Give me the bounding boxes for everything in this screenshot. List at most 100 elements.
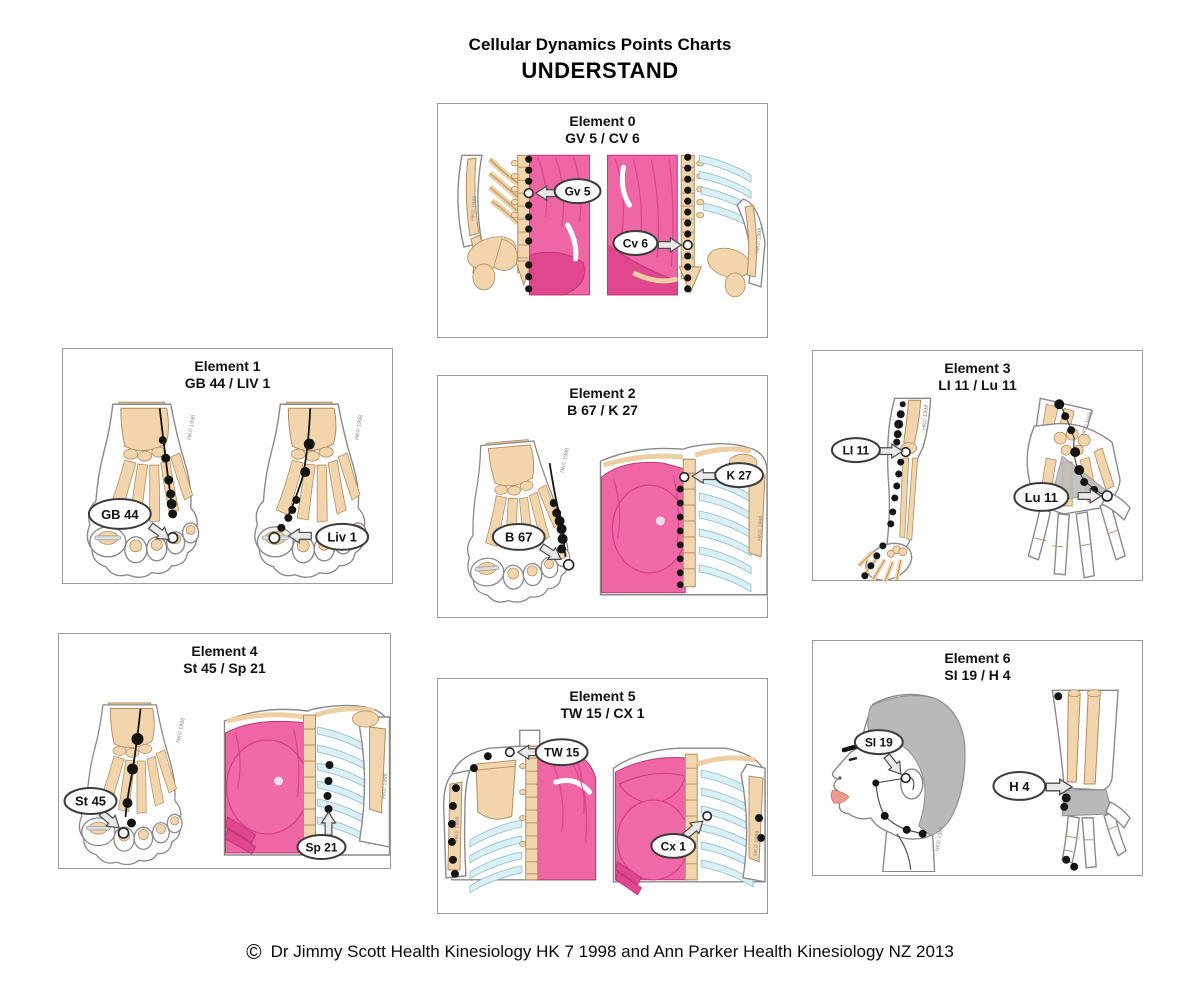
svg-text:Cx 1: Cx 1 — [661, 839, 687, 853]
chest-illustration: Cx 1 HK© 1998 — [612, 747, 766, 896]
svg-text:SI 19: SI 19 — [865, 736, 893, 750]
panel-title: Element 3 — [944, 360, 1011, 376]
point-label-lu11: Lu 11 — [1013, 482, 1070, 512]
point-label-liv1: Liv 1 — [315, 522, 370, 551]
forearm-illustration: H 4 — [992, 689, 1131, 871]
panel-title: Element 1 — [194, 358, 261, 374]
svg-text:Cv 6: Cv 6 — [623, 236, 649, 250]
svg-text:H 4: H 4 — [1009, 779, 1030, 794]
point-label-gv5: Gv 5 — [553, 178, 602, 205]
svg-text:St 45: St 45 — [75, 794, 106, 809]
page-subtitle: UNDERSTAND — [521, 58, 679, 83]
element-4-panel: Element 4 St 45 / Sp 21 St 45 HK© 1998 — [58, 633, 391, 869]
point-marker-k27 — [679, 471, 690, 483]
point-marker-cv6 — [682, 239, 693, 251]
copyright-icon: © — [246, 941, 262, 964]
chest-illustration: K 27 HK© 1998 — [599, 442, 767, 596]
element-1-illustration: GB 44 HK© 1998 Liv 1 HK© 1998 — [86, 401, 370, 578]
element-6-illustration: SI 19 HK© 1998 H 4 — [830, 689, 1131, 872]
point-label-sp21: Sp 21 — [296, 834, 347, 860]
point-marker-li11 — [900, 446, 911, 458]
svg-text:Lu 11: Lu 11 — [1025, 490, 1058, 505]
point-label-si19: SI 19 — [853, 729, 904, 756]
panel-subtitle: GV 5 / CV 6 — [565, 130, 640, 146]
element-0-illustration: Gv 5 HK© 1998 — [457, 153, 766, 298]
svg-text:B 67: B 67 — [505, 529, 532, 544]
meridian-dots — [684, 153, 692, 293]
point-marker-lu11 — [1101, 490, 1113, 502]
element-6-panel: Element 6 SI 19 / H 4 SI 19 — [812, 640, 1143, 876]
b67-overlay: B 67 HK© 1998 — [491, 447, 575, 571]
meridian-dots — [447, 752, 492, 878]
element-5-panel: Element 5 TW 15 / CX 1 — [437, 678, 768, 914]
panel-title: Element 2 — [569, 385, 636, 401]
liv1-overlay: Liv 1 HK© 1998 — [268, 408, 370, 551]
watermark-text: HK© 1998 — [186, 414, 197, 440]
arm-illustration: LI 11 HK© 1998 — [830, 397, 932, 582]
element-3-illustration: LI 11 HK© 1998 — [830, 397, 1131, 582]
watermark-text: HK© 1998 — [921, 405, 930, 431]
element-0-panel: Element 0 GV 5 / CV 6 — [437, 103, 768, 338]
point-label-b67: B 67 — [491, 522, 546, 551]
panel-title: Element 0 — [569, 113, 636, 129]
hand-illustration: Lu 11 HK© 1998 — [1013, 397, 1131, 579]
panel-subtitle: B 67 / K 27 — [567, 402, 638, 418]
svg-text:Gv 5: Gv 5 — [565, 185, 591, 199]
point-marker-liv1 — [268, 531, 281, 544]
svg-text:GB 44: GB 44 — [101, 507, 139, 522]
point-marker-gv5 — [523, 187, 534, 199]
panel-title: Element 4 — [191, 643, 258, 659]
watermark-text: HK© 1998 — [559, 447, 571, 473]
point-label-h4: H 4 — [992, 771, 1047, 801]
element-5-illustration: TW 15 HK© 1998 Cx 1 — [442, 729, 766, 896]
panel-subtitle: LI 11 / Lu 11 — [938, 377, 1017, 393]
panel-subtitle: TW 15 / CX 1 — [560, 705, 645, 721]
watermark-text: HK© 1998 — [756, 515, 765, 541]
torso-back-illustration: Gv 5 HK© 1998 — [457, 154, 602, 296]
gb44-overlay: GB 44 HK© 1998 — [87, 408, 197, 546]
foot-illustration — [86, 401, 200, 578]
meridian-dots — [676, 485, 684, 589]
head-profile-illustration: SI 19 HK© 1998 — [830, 693, 966, 872]
element-2-illustration: B 67 HK© 1998 — [456, 436, 767, 607]
point-label-st45: St 45 — [63, 787, 118, 815]
point-marker-si19 — [900, 772, 911, 784]
page-title: Cellular Dynamics Points Charts — [468, 35, 732, 54]
svg-text:LI 11: LI 11 — [843, 444, 870, 458]
element-2-panel: Element 2 B 67 / K 27 B 67 HK© 1998 — [437, 375, 768, 618]
watermark-text: HK© 1998 — [175, 717, 187, 743]
panel-title: Element 5 — [569, 688, 636, 704]
watermark-text: HK© 1998 — [453, 816, 461, 842]
point-marker-tw15 — [504, 747, 515, 758]
foot-illustration — [254, 401, 367, 578]
upper-back-illustration: TW 15 HK© 1998 — [442, 729, 597, 894]
svg-text:TW 15: TW 15 — [544, 746, 580, 760]
point-label-cx1: Cx 1 — [650, 832, 697, 859]
chest-illustration: Sp 21 HK© 1998 — [223, 704, 390, 860]
meridian-dots — [861, 401, 906, 580]
point-label-cv6: Cv 6 — [612, 230, 659, 256]
element-3-panel: Element 3 LI 11 / Lu 11 — [812, 350, 1143, 582]
panel-subtitle: GB 44 / LIV 1 — [184, 375, 271, 391]
panel-title: Element 6 — [944, 650, 1011, 666]
watermark-text: HK© 1998 — [934, 826, 945, 852]
watermark-text: HK© 1998 — [381, 773, 390, 799]
point-label-tw15: TW 15 — [534, 738, 589, 767]
footer-text: Dr Jimmy Scott Health Kinesiology HK 7 1… — [270, 942, 954, 961]
meridian-dots — [525, 155, 533, 293]
point-marker-b67 — [562, 559, 575, 571]
point-label-gb44: GB 44 — [87, 497, 152, 530]
watermark-text: HK© 1998 — [754, 227, 764, 253]
point-marker-st45 — [117, 827, 130, 839]
watermark-text: HK© 1998 — [353, 414, 364, 440]
svg-text:Liv 1: Liv 1 — [327, 529, 357, 544]
panel-subtitle: St 45 / Sp 21 — [183, 660, 266, 676]
svg-text:Sp 21: Sp 21 — [305, 841, 337, 855]
meridian-dots — [323, 761, 334, 813]
point-marker-cx1 — [702, 811, 713, 821]
torso-front-illustration: Cv 6 HK© 1998 — [606, 153, 766, 298]
panel-subtitle: SI 19 / H 4 — [944, 667, 1011, 683]
svg-text:K 27: K 27 — [726, 469, 752, 483]
element-1-panel: Element 1 GB 44 / LIV 1 GB 44 HK© 1998 — [62, 348, 393, 584]
watermark-text: HK© 1998 — [469, 195, 479, 221]
